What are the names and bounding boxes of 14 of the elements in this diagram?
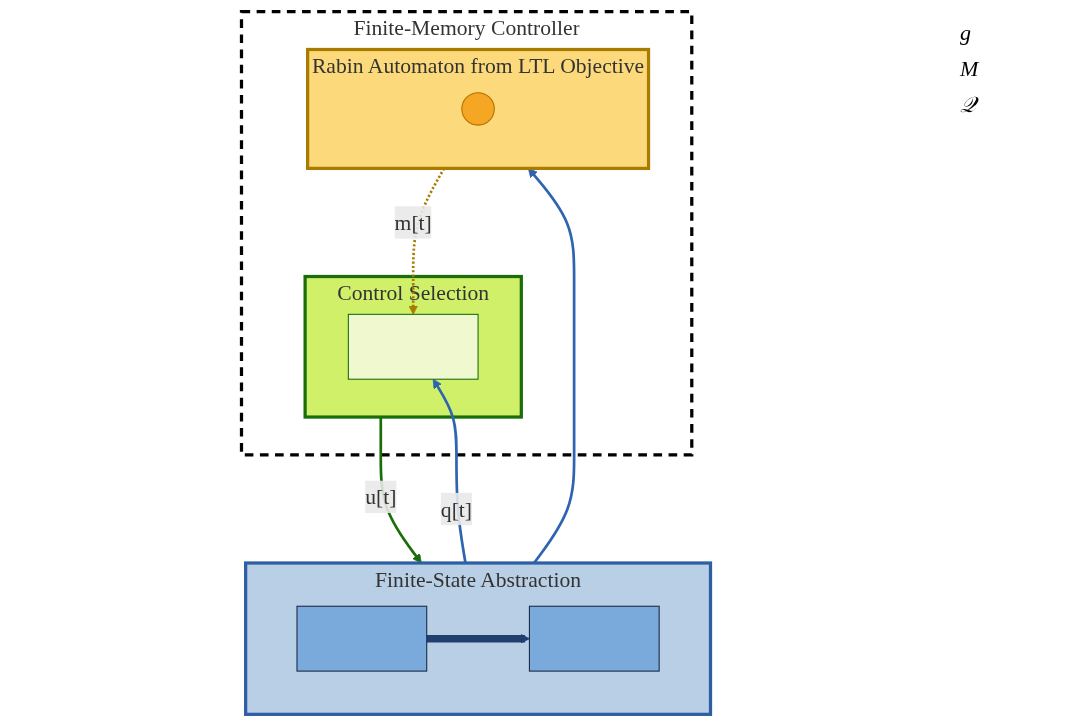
cluster: Control Selection [303, 274, 523, 419]
grid-axis-label: g [960, 20, 972, 46]
grid-axis-label: 𝒬 [960, 92, 1070, 118]
edge-label: m[t] [394, 210, 432, 235]
node-box [347, 313, 479, 380]
arrow [426, 633, 530, 644]
grid-axis-label: M [960, 56, 980, 82]
edge-label: q[t] [440, 497, 473, 521]
edge-label: u[t] [365, 484, 397, 509]
cluster: Finite-State Abstraction [244, 561, 713, 716]
node-box [528, 605, 660, 672]
node-box [296, 605, 428, 672]
cluster: Rabin Automaton from LTL Objective [306, 47, 651, 171]
node-circle [461, 92, 495, 126]
